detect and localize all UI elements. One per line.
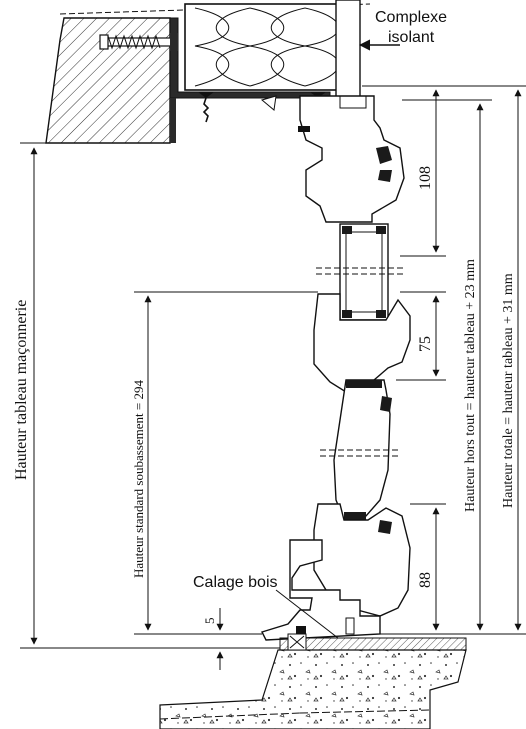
insulation-label-line1: Complexe <box>375 9 447 26</box>
sash-lower-profile <box>313 503 411 617</box>
anchor-bolt-icon <box>99 33 178 51</box>
frame-top-profile <box>298 95 405 223</box>
insulation-complex <box>184 0 361 105</box>
mid-slat-dimension <box>396 291 446 381</box>
sill-profile <box>261 539 381 641</box>
steel-angle-bracket <box>169 17 331 143</box>
bottom-slat-dimension <box>380 503 446 635</box>
wood-shim-leader <box>275 589 339 639</box>
mid-slat-label: 75 <box>417 336 434 352</box>
middle-rail-profile <box>320 379 400 521</box>
total-height-dimension <box>362 85 526 635</box>
gap-label: 5 <box>202 618 217 625</box>
total-height-label: Hauteur totale = hauteur tableau + 31 mm <box>501 273 516 508</box>
overall-height-label: Hauteur hors tout = hauteur tableau + 23… <box>463 259 478 512</box>
top-slat-label: 108 <box>417 166 434 190</box>
overall-height-dimension <box>402 99 492 635</box>
wood-shim-label: Calage bois <box>193 574 278 591</box>
insulation-label-line2: isolant <box>388 29 435 46</box>
sill-masonry <box>159 633 467 729</box>
sash-upper-profile <box>313 293 411 393</box>
bottom-slat-label: 88 <box>417 572 434 588</box>
glazing-bead-top <box>316 223 406 321</box>
masonry-height-dimension <box>20 142 280 649</box>
masonry-height-label: Hauteur tableau maçonnerie <box>13 300 30 480</box>
sill-height-label: Hauteur standard soubassement = 294 <box>131 380 146 578</box>
gap-dimension <box>212 608 262 670</box>
